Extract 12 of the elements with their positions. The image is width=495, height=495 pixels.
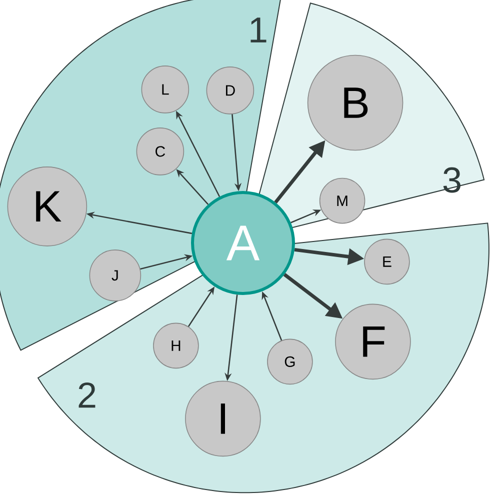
circle-node: I <box>185 380 261 457</box>
circle-node: E <box>364 238 410 285</box>
circle-node: D <box>206 66 254 114</box>
circle-node: J <box>89 250 142 302</box>
circle-node: B <box>307 54 404 151</box>
circle-node: M <box>319 178 366 224</box>
circle-node: L <box>141 66 190 114</box>
circle-node: F <box>335 304 411 380</box>
circle-node: H <box>153 322 199 369</box>
circle-node: C <box>136 128 184 176</box>
circle-node: G <box>267 338 313 385</box>
circle-node: K <box>7 166 88 246</box>
